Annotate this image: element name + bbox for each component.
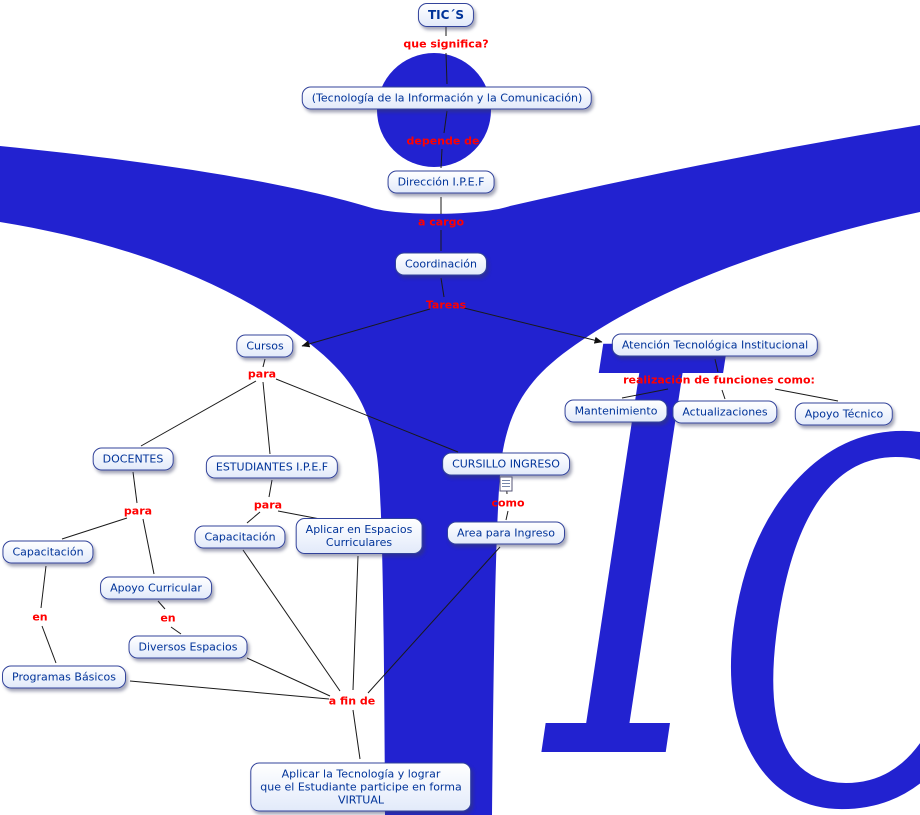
node-cursos[interactable]: Cursos <box>236 334 294 358</box>
node-cursillo-ingreso[interactable]: CURSILLO INGRESO <box>442 452 570 476</box>
node-actualizaciones[interactable]: Actualizaciones <box>672 400 778 424</box>
node-direccion-ipef[interactable]: Dirección I.P.E.F <box>387 170 495 194</box>
node-diversos-espacios[interactable]: Diversos Espacios <box>128 635 248 659</box>
link-label-tareas[interactable]: Tareas <box>425 298 467 312</box>
node-capacitacion-estudiantes[interactable]: Capacitación <box>194 525 286 549</box>
node-apoyo-curricular[interactable]: Apoyo Curricular <box>100 576 212 600</box>
node-apoyo-tecnico[interactable]: Apoyo Técnico <box>794 402 894 426</box>
watermark-letter-i: I <box>541 233 732 815</box>
link-label-para-estudiantes[interactable]: para <box>253 498 283 512</box>
link-label-que-significa[interactable]: que significa? <box>403 37 489 51</box>
link-label-para-cursos[interactable]: para <box>247 367 277 381</box>
link-label-a-fin-de[interactable]: a fin de <box>328 694 376 708</box>
link-label-como[interactable]: como <box>491 496 525 510</box>
node-aplicar-espacios-curriculares[interactable]: Aplicar en Espacios Curriculares <box>295 518 423 554</box>
node-mantenimiento[interactable]: Mantenimiento <box>564 399 668 423</box>
node-programas-basicos[interactable]: Programas Básicos <box>2 665 126 689</box>
node-capacitacion-docentes[interactable]: Capacitación <box>2 540 94 564</box>
node-objetivo-virtual[interactable]: Aplicar la Tecnología y lograr que el Es… <box>250 762 472 812</box>
link-label-para-docentes[interactable]: para <box>123 504 153 518</box>
node-area-para-ingreso[interactable]: Area para Ingreso <box>446 521 566 545</box>
figure-head <box>377 53 491 167</box>
node-estudiantes-ipef[interactable]: ESTUDIANTES I.P.E.F <box>205 455 339 479</box>
node-definition[interactable]: (Tecnología de la Información y la Comun… <box>301 86 593 110</box>
link-label-realizacion-funciones[interactable]: realización de funciones como: <box>623 373 815 387</box>
link-label-depende-de[interactable]: depende de <box>406 134 480 148</box>
node-atencion-tecnologica[interactable]: Atención Tecnológica Institucional <box>611 333 819 357</box>
node-tics[interactable]: TIC´S <box>417 3 475 27</box>
link-label-a-cargo[interactable]: a cargo <box>417 215 465 229</box>
document-resource-icon[interactable] <box>499 476 513 492</box>
link-label-en-apoyo[interactable]: en <box>160 611 176 625</box>
watermark-text-ic: I C <box>541 233 920 815</box>
link-label-en-capacitacion[interactable]: en <box>32 610 48 624</box>
node-docentes[interactable]: DOCENTES <box>92 447 174 471</box>
node-coordinacion[interactable]: Coordinación <box>394 252 488 276</box>
